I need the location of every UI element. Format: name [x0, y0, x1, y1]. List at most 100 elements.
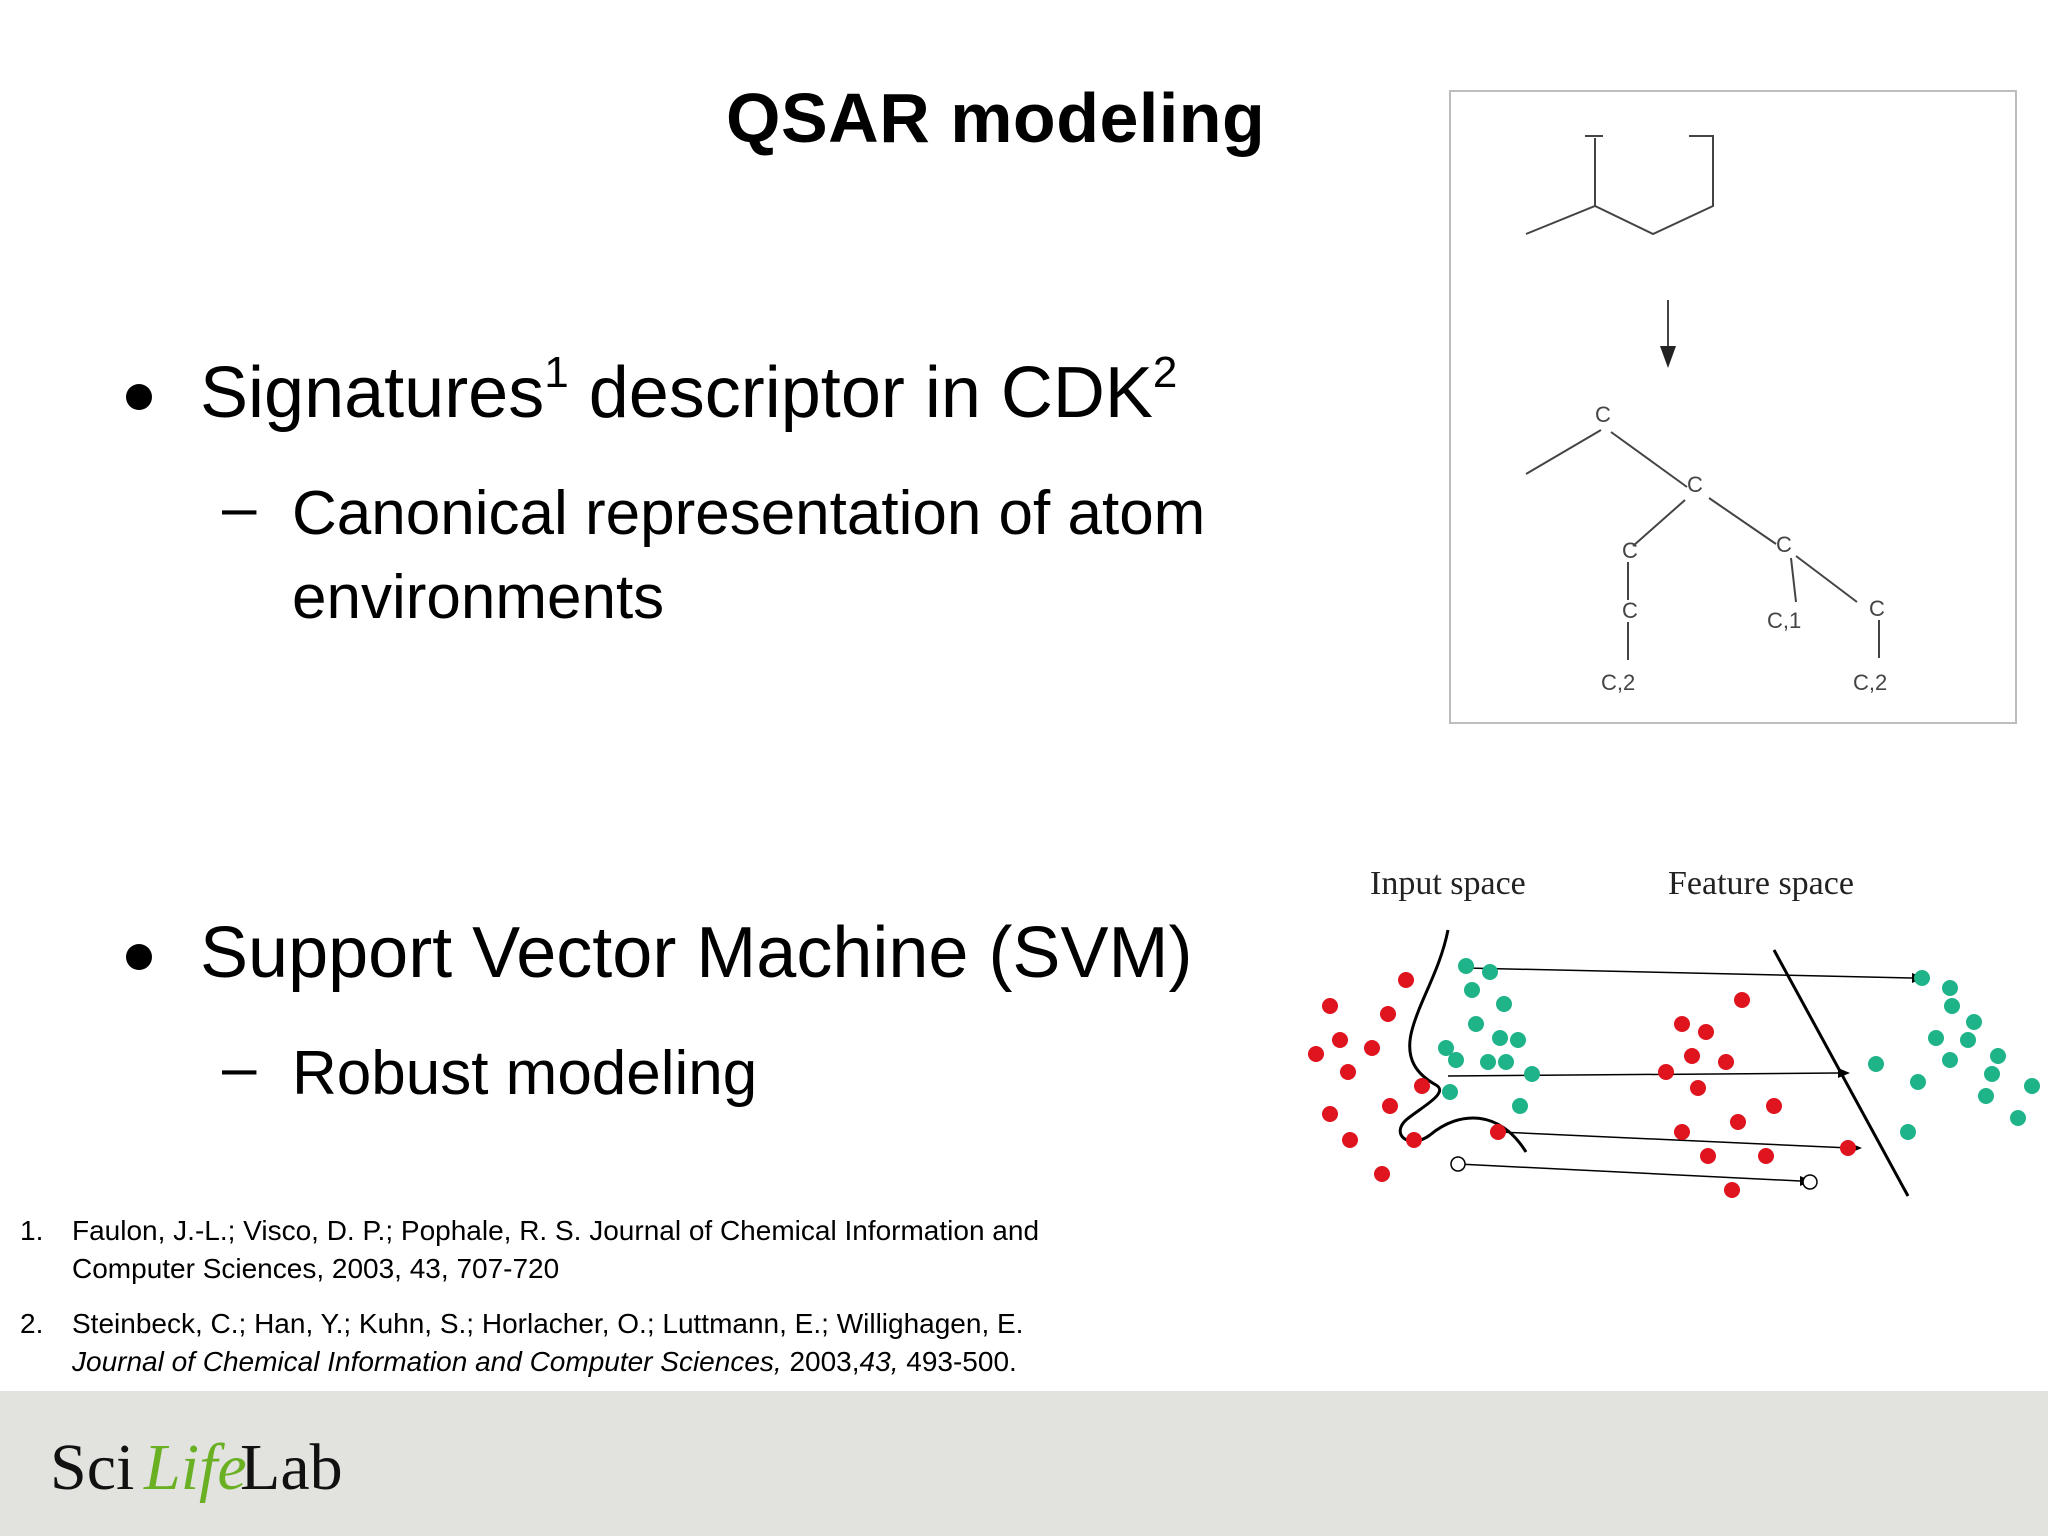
- green-point: [1524, 1066, 1540, 1082]
- reference-item: 1. Faulon, J.-L.; Visco, D. P.; Pophale,…: [20, 1212, 1060, 1288]
- red-point: [1674, 1124, 1690, 1140]
- mapping-arrow: [1499, 1131, 1851, 1149]
- logo-text-sci: Sci: [50, 1431, 134, 1504]
- bullet-dot: [126, 944, 152, 970]
- hollow-point: [1802, 1174, 1818, 1190]
- green-point: [1464, 982, 1480, 998]
- tree-edge: [1790, 557, 1797, 603]
- green-point: [1438, 1040, 1454, 1056]
- tree-node: C,1: [1767, 608, 1801, 633]
- green-point: [1492, 1030, 1508, 1046]
- red-point: [1724, 1182, 1740, 1198]
- green-point: [2024, 1078, 2040, 1094]
- green-point: [1498, 1054, 1514, 1070]
- green-point: [1928, 1030, 1944, 1046]
- mapping-arrow: [1447, 1072, 1839, 1077]
- green-point: [2010, 1110, 2026, 1126]
- molecule-signature-figure: C C C C C C,2 C,1 C C,2: [1449, 90, 2017, 724]
- green-point: [1910, 1074, 1926, 1090]
- red-point: [1730, 1114, 1746, 1130]
- red-point: [1332, 1032, 1348, 1048]
- mapping-arrow: [1465, 967, 1913, 979]
- bullet-main-text-cont: descriptor in CDK: [568, 353, 1153, 433]
- reference-number: 2.: [20, 1308, 44, 1339]
- sub-bullet-robust: – Robust modeling: [222, 1032, 757, 1116]
- reference-line: Steinbeck, C.; Han, Y.; Kuhn, S.; Horlac…: [72, 1308, 1024, 1339]
- red-point: [1840, 1140, 1856, 1156]
- tree-node: C,2: [1601, 670, 1635, 695]
- reference-line: Computer Sciences, 2003, 43, 707-720: [72, 1253, 560, 1284]
- reference-pages: 493-500.: [898, 1346, 1017, 1377]
- reference-item: 2. Steinbeck, C.; Han, Y.; Kuhn, S.; Hor…: [20, 1305, 1060, 1381]
- tree-node: C: [1595, 402, 1611, 427]
- green-point: [1942, 980, 1958, 996]
- molecule-svg: C C C C C C,2 C,1 C C,2: [1525, 135, 1887, 695]
- green-point: [1458, 958, 1474, 974]
- reference-body: Steinbeck, C.; Han, Y.; Kuhn, S.; Horlac…: [72, 1305, 1023, 1381]
- red-point: [1322, 998, 1338, 1014]
- sub-bullet-text: Robust modeling: [292, 1039, 758, 1108]
- sub-bullet-line: Canonical representation of atom: [292, 479, 1206, 548]
- red-point: [1490, 1124, 1506, 1140]
- red-point: [1342, 1132, 1358, 1148]
- green-point: [1480, 1054, 1496, 1070]
- bullet-svm: Support Vector Machine (SVM): [126, 912, 1192, 994]
- green-point: [1990, 1048, 2006, 1064]
- bullet-text: Support Vector Machine (SVM): [200, 913, 1193, 993]
- red-point: [1364, 1040, 1380, 1056]
- slide-title: QSAR modeling: [726, 79, 1266, 157]
- red-point: [1734, 992, 1750, 1008]
- green-point: [1984, 1066, 2000, 1082]
- bullet-dot: [126, 384, 152, 410]
- green-point: [1978, 1088, 1994, 1104]
- nonlinear-boundary: [1398, 929, 1528, 1153]
- arrow-head: [1660, 346, 1676, 368]
- reference-line: Faulon, J.-L.; Visco, D. P.; Pophale, R.…: [72, 1215, 1040, 1246]
- hollow-point: [1450, 1156, 1466, 1172]
- red-point: [1322, 1106, 1338, 1122]
- green-point: [1900, 1124, 1916, 1140]
- scilifelab-logo: Sci Life Lab: [50, 1421, 350, 1518]
- svm-diagram: Input space Feature space: [1300, 860, 2048, 1391]
- green-point: [1442, 1084, 1458, 1100]
- tree-edge: [1525, 429, 1602, 475]
- tree-node: C: [1622, 538, 1638, 563]
- red-point: [1766, 1098, 1782, 1114]
- red-point: [1674, 1016, 1690, 1032]
- red-point: [1340, 1064, 1356, 1080]
- red-point: [1414, 1078, 1430, 1094]
- green-point: [1914, 970, 1930, 986]
- red-point: [1684, 1048, 1700, 1064]
- svm-svg: Input space Feature space: [1308, 865, 2040, 1198]
- green-point: [1868, 1056, 1884, 1072]
- tree-edge: [1632, 499, 1686, 547]
- bullet-text: Signatures1 descriptor in CDK2: [200, 351, 1177, 434]
- tree-edge: [1795, 555, 1858, 603]
- reference-number: 1.: [20, 1215, 44, 1246]
- green-point: [1512, 1098, 1528, 1114]
- reference-body: Faulon, J.-L.; Visco, D. P.; Pophale, R.…: [72, 1212, 1039, 1288]
- reference-line: Journal of Chemical Information and Comp…: [72, 1343, 1023, 1381]
- red-point: [1700, 1148, 1716, 1164]
- red-point: [1698, 1024, 1714, 1040]
- references: 1. Faulon, J.-L.; Visco, D. P.; Pophale,…: [20, 1212, 1060, 1398]
- red-point: [1382, 1098, 1398, 1114]
- journal-name: Journal of Chemical Information and Comp…: [72, 1346, 782, 1377]
- footer-bar: Sci Life Lab: [0, 1391, 2048, 1536]
- green-point: [1510, 1032, 1526, 1048]
- red-point: [1690, 1080, 1706, 1096]
- input-space-label: Input space: [1370, 865, 1526, 902]
- tree-node: C: [1622, 598, 1638, 623]
- green-point: [1966, 1014, 1982, 1030]
- sub-bullet-marker: –: [222, 1033, 257, 1102]
- logo-text-lab: Lab: [240, 1431, 343, 1504]
- scilifelab-logo-svg: Sci Life Lab: [50, 1431, 343, 1504]
- green-point: [1942, 1052, 1958, 1068]
- red-point: [1374, 1166, 1390, 1182]
- green-point: [1944, 998, 1960, 1014]
- footnote-ref-1: 1: [544, 348, 569, 397]
- red-point: [1398, 972, 1414, 988]
- tree-node: C,2: [1853, 670, 1887, 695]
- tree-node: C: [1687, 472, 1703, 497]
- sub-bullet-line: environments: [292, 563, 665, 632]
